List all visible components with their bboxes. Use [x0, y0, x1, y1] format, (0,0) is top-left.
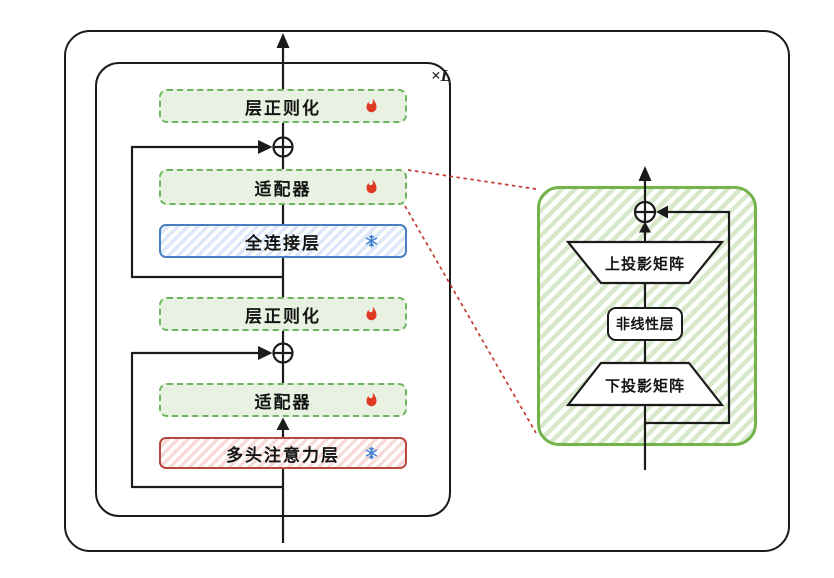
multi-head-attention-label: 多头注意力层 — [226, 445, 340, 465]
outer-frame — [64, 30, 790, 552]
layer-norm-top-box: 层正则化 — [159, 89, 407, 123]
nonlinear-layer-box: 非线性层 — [607, 307, 683, 341]
adapter-top-label: 适配器 — [254, 179, 312, 199]
up-projection-label: 上投影矩阵 — [604, 256, 685, 273]
repeat-times-label: ×L — [430, 66, 451, 85]
fully-connected-label: 全连接层 — [245, 233, 321, 253]
fire-icon — [364, 392, 379, 409]
adapter-bottom-box: 适配器 — [159, 383, 407, 417]
fire-icon — [364, 98, 379, 115]
fire-icon — [364, 306, 379, 323]
layer-norm-bottom-box: 层正则化 — [159, 297, 407, 331]
fully-connected-box: 全连接层 — [159, 224, 407, 258]
snowflake-icon — [364, 445, 379, 462]
multi-head-attention-box: 多头注意力层 — [159, 437, 407, 469]
layer-norm-top-label: 层正则化 — [245, 98, 321, 118]
adapter-bottom-label: 适配器 — [254, 392, 312, 412]
down-projection-label: 下投影矩阵 — [604, 378, 685, 395]
snowflake-icon — [364, 233, 379, 250]
layer-norm-bottom-label: 层正则化 — [245, 306, 321, 326]
adapter-top-box: 适配器 — [159, 169, 407, 205]
nonlinear-layer-label: 非线性层 — [616, 316, 674, 332]
fire-icon — [364, 179, 379, 196]
